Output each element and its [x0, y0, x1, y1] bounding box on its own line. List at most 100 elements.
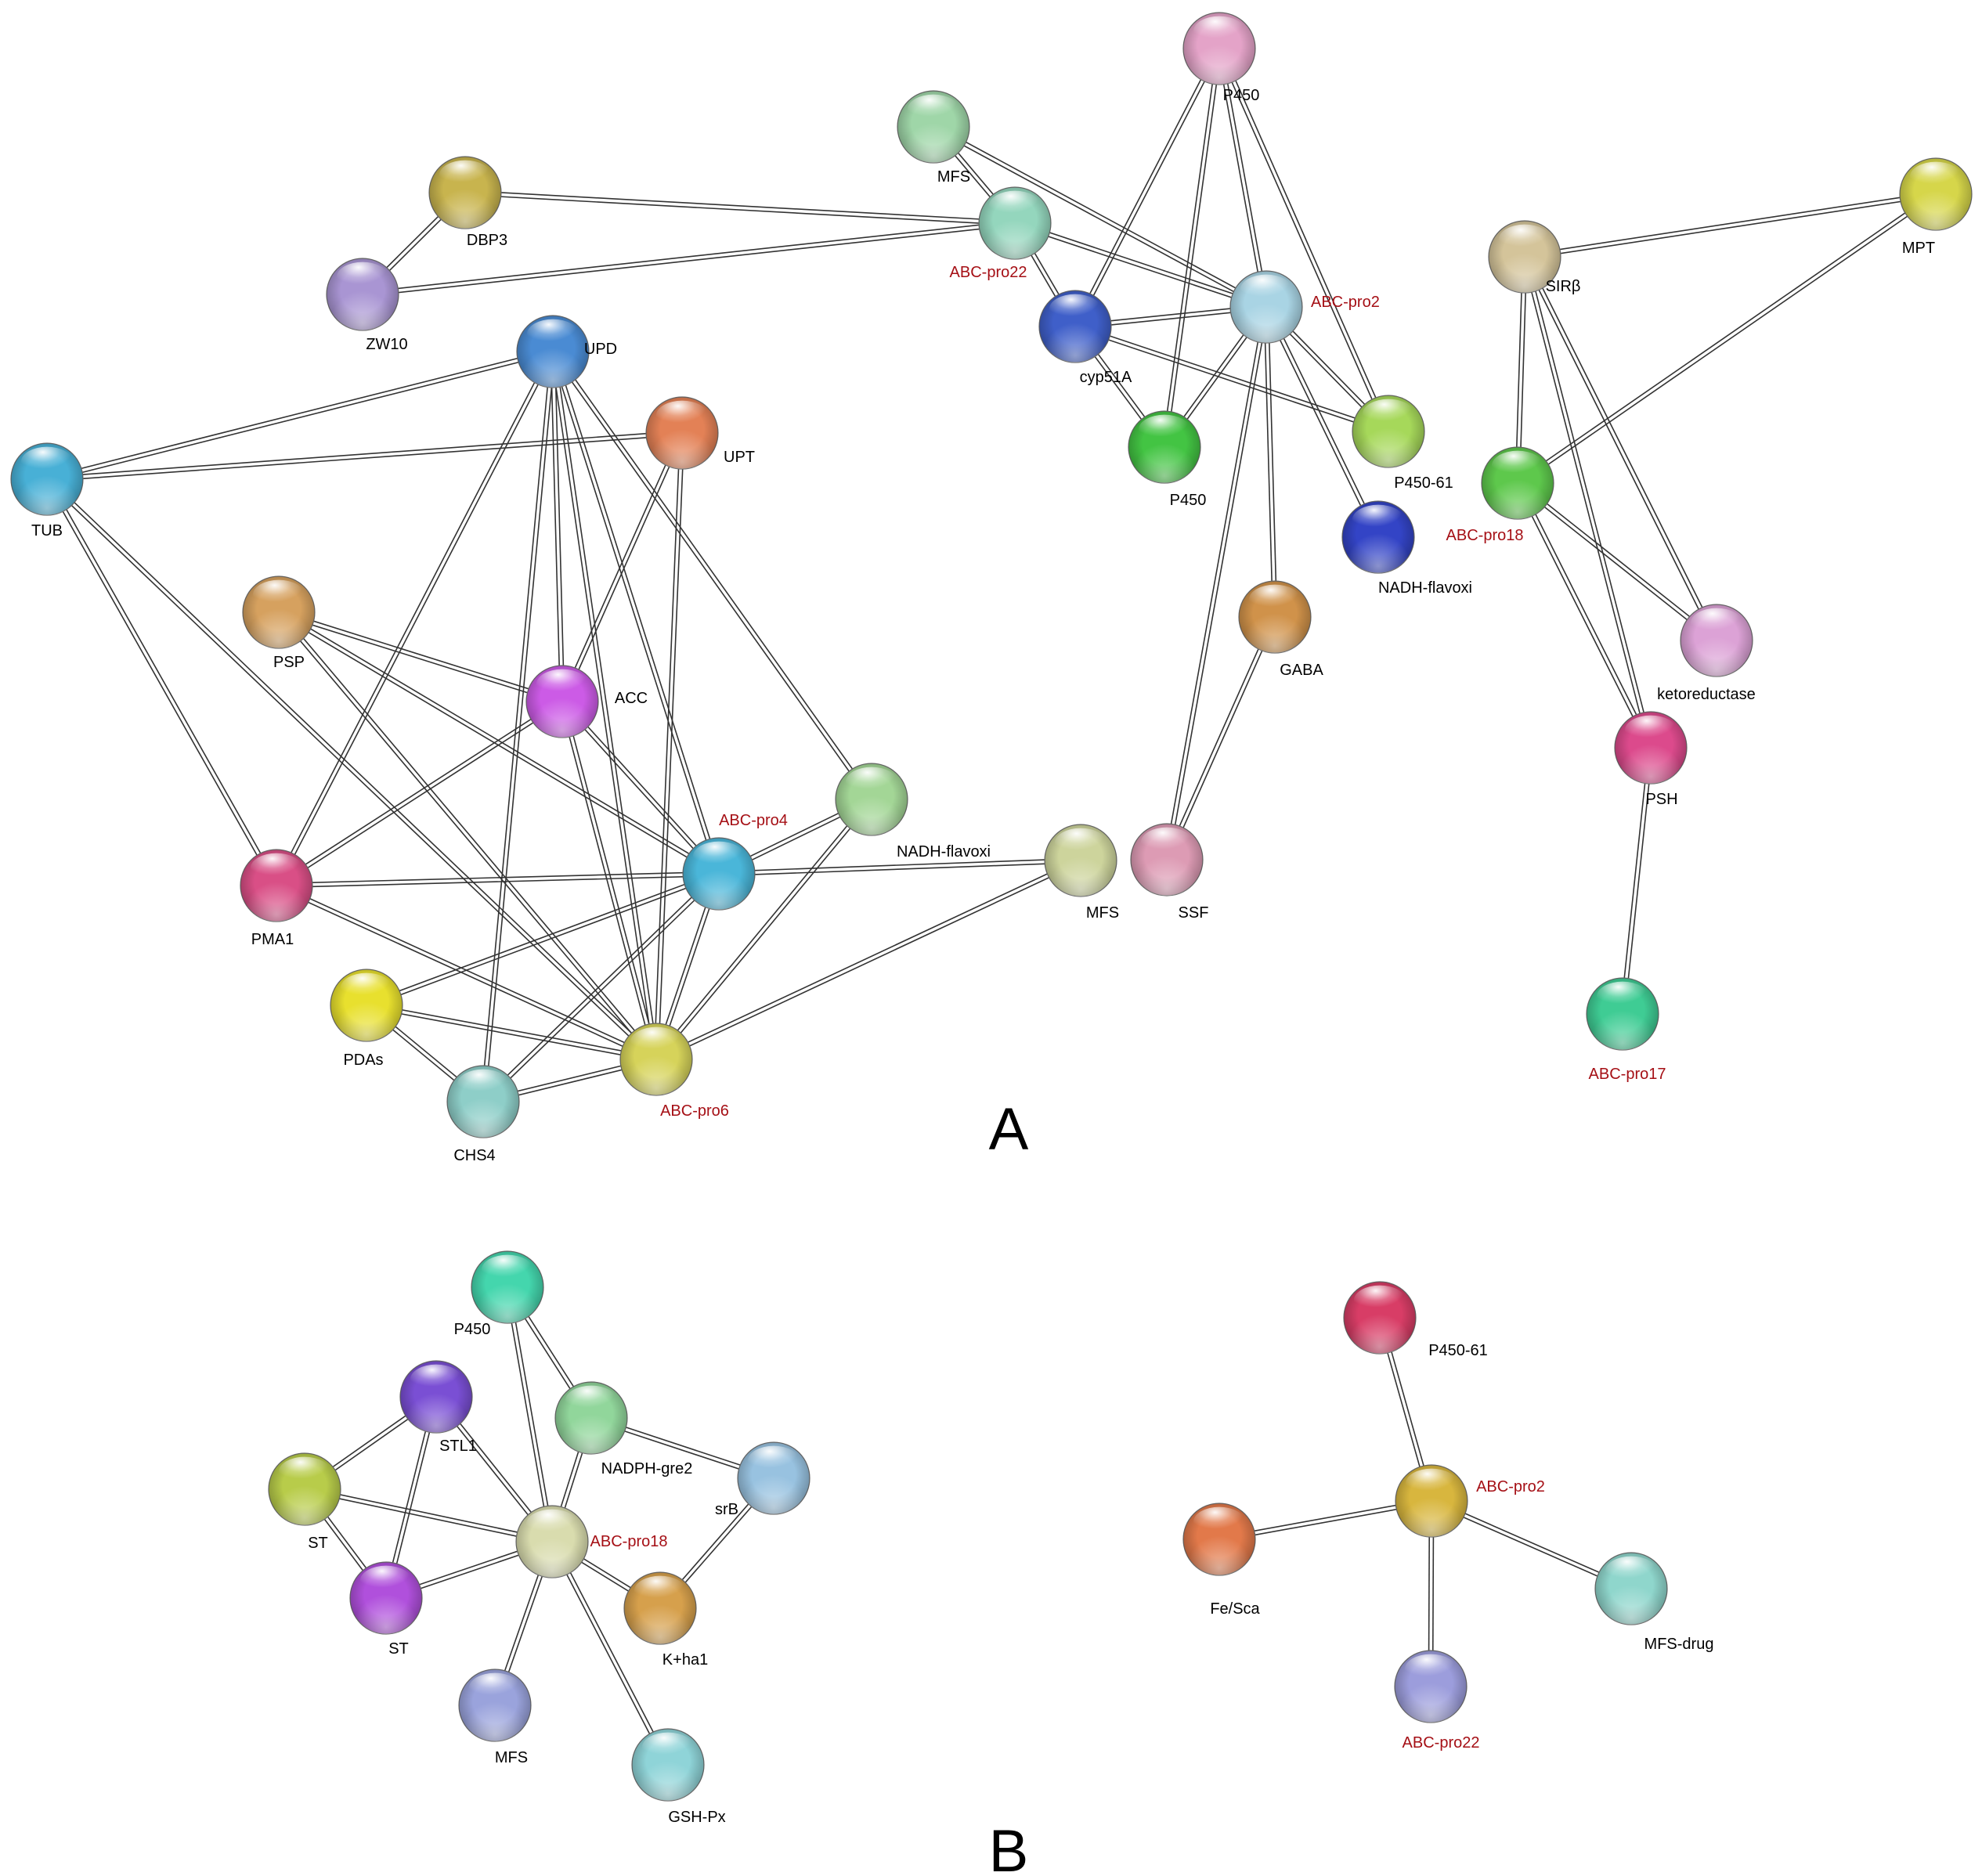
node-acc[interactable] — [525, 665, 599, 738]
edge-acc-abc6 — [559, 701, 659, 1060]
edge-p450_top-abc2_a — [1216, 48, 1269, 308]
node-label-p450_61_a: P450-61 — [1394, 474, 1453, 492]
node-mfsdrug[interactable] — [1594, 1552, 1668, 1625]
node-label-abc2_a: ABC-pro2 — [1311, 294, 1380, 311]
node-mpt[interactable] — [1899, 157, 1973, 231]
edge-upd-nadh_a2 — [551, 350, 874, 801]
edge-abc22_a-zw10 — [362, 220, 1016, 298]
node-abc18_a[interactable] — [1481, 446, 1554, 520]
edge-p450_top-cyp51a — [1072, 47, 1222, 328]
edge-nadh_a2-abc6 — [654, 797, 874, 1062]
edge-mfs_a2-abc6 — [655, 857, 1082, 1062]
node-label-sirb: SIRβ — [1546, 278, 1581, 295]
node-mfs_a1[interactable] — [897, 90, 970, 164]
node-sirb[interactable] — [1488, 220, 1561, 294]
node-abc17[interactable] — [1586, 977, 1659, 1051]
node-label-abc17: ABC-pro17 — [1589, 1066, 1666, 1083]
edge-acc-abc4 — [560, 699, 721, 876]
nodes-layer — [10, 12, 1973, 1802]
node-stl1[interactable] — [399, 1360, 473, 1434]
node-abc2_a[interactable] — [1229, 270, 1303, 344]
edge-mfs_a1-abc2_a — [932, 124, 1268, 309]
node-label-dbp3: DBP3 — [467, 232, 507, 249]
node-mfs_b[interactable] — [458, 1669, 532, 1742]
edge-abc4-pma1 — [276, 871, 720, 889]
node-p450_top[interactable] — [1182, 12, 1256, 85]
node-label-abc22_b: ABC-pro22 — [1403, 1734, 1480, 1752]
node-pdas[interactable] — [330, 969, 403, 1042]
node-label-abc2_b: ABC-pro2 — [1476, 1478, 1545, 1495]
node-abc22_a[interactable] — [978, 186, 1052, 260]
node-label-abc4: ABC-pro4 — [719, 812, 788, 829]
edge-upd-abc6 — [550, 351, 659, 1060]
node-nadh_a1[interactable] — [1341, 500, 1415, 574]
node-dbp3[interactable] — [428, 156, 502, 229]
node-abc4[interactable] — [682, 837, 756, 911]
edge-upd-tub — [46, 348, 554, 482]
edge-psp-abc4 — [277, 610, 720, 876]
node-zw10[interactable] — [326, 258, 399, 331]
node-cyp51a[interactable] — [1038, 290, 1112, 363]
node-label-st2: ST — [388, 1640, 409, 1658]
node-gaba[interactable] — [1238, 580, 1312, 654]
node-label-nadh_a1: NADH-flavoxi — [1378, 579, 1472, 597]
node-label-cyp51a: cyp51A — [1080, 369, 1132, 386]
node-label-st1: ST — [308, 1535, 328, 1552]
edge-upd-acc — [550, 351, 565, 702]
node-label-mpt: MPT — [1902, 240, 1935, 257]
node-pma1[interactable] — [240, 849, 313, 922]
node-abc22_b[interactable] — [1394, 1650, 1468, 1723]
node-nadh_a2[interactable] — [835, 763, 908, 836]
edge-gaba-ssf — [1164, 615, 1278, 861]
node-label-mfs_a1: MFS — [937, 168, 970, 186]
node-upt[interactable] — [645, 396, 719, 470]
edge-abc2_a-ssf — [1164, 306, 1269, 860]
node-abc2_b[interactable] — [1395, 1464, 1468, 1538]
node-chs4[interactable] — [446, 1065, 520, 1138]
node-nadph[interactable] — [554, 1381, 628, 1455]
edge-upt-abc6 — [653, 432, 685, 1060]
node-st1[interactable] — [268, 1452, 341, 1526]
node-srb[interactable] — [737, 1441, 810, 1515]
node-upd[interactable] — [516, 315, 590, 388]
node-label-p450_61_b: P450-61 — [1428, 1342, 1488, 1359]
node-st2[interactable] — [349, 1561, 423, 1635]
edge-abc4-pdas — [365, 871, 720, 1008]
node-label-psp: PSP — [273, 654, 305, 671]
node-gshpx[interactable] — [631, 1728, 705, 1802]
edge-cyp51a-p450_61_a — [1074, 323, 1390, 435]
node-kha1[interactable] — [623, 1571, 697, 1645]
node-label-upd: UPD — [584, 341, 617, 358]
node-psp[interactable] — [242, 575, 316, 649]
node-label-abc22_a: ABC-pro22 — [950, 264, 1027, 281]
node-fesca[interactable] — [1182, 1503, 1256, 1576]
node-abc18_b[interactable] — [515, 1505, 589, 1578]
node-ketored[interactable] — [1680, 604, 1753, 677]
edge-abc18_a-ketored — [1515, 481, 1719, 643]
node-abc6[interactable] — [619, 1023, 693, 1096]
edge-abc22_a-dbp3 — [464, 189, 1016, 226]
node-p450_61_a[interactable] — [1352, 395, 1425, 468]
edge-p450_b-abc18_b — [504, 1286, 555, 1542]
node-label-psh: PSH — [1645, 791, 1677, 808]
node-label-nadph: NADPH-gre2 — [601, 1460, 693, 1477]
node-label-srb: srB — [715, 1501, 738, 1518]
edge-sirb-abc18_a — [1514, 256, 1528, 484]
node-tub[interactable] — [10, 442, 84, 516]
node-label-pma1: PMA1 — [251, 931, 294, 948]
node-psh[interactable] — [1614, 711, 1688, 785]
node-label-abc18_a: ABC-pro18 — [1446, 527, 1524, 544]
node-p450_mid[interactable] — [1128, 410, 1201, 484]
node-label-tub: TUB — [31, 522, 63, 539]
node-label-ketored: ketoreductase — [1657, 686, 1756, 703]
node-mfs_a2[interactable] — [1044, 824, 1117, 897]
node-p450_61_b[interactable] — [1343, 1281, 1417, 1355]
node-label-zw10: ZW10 — [366, 336, 407, 353]
node-label-gshpx: GSH-Px — [668, 1809, 725, 1826]
panel-letter-b: B — [989, 1818, 1029, 1876]
node-label-fesca: Fe/Sca — [1210, 1600, 1260, 1618]
node-p450_b[interactable] — [471, 1250, 544, 1324]
node-ssf[interactable] — [1130, 823, 1204, 897]
node-label-stl1: STL1 — [439, 1438, 477, 1455]
